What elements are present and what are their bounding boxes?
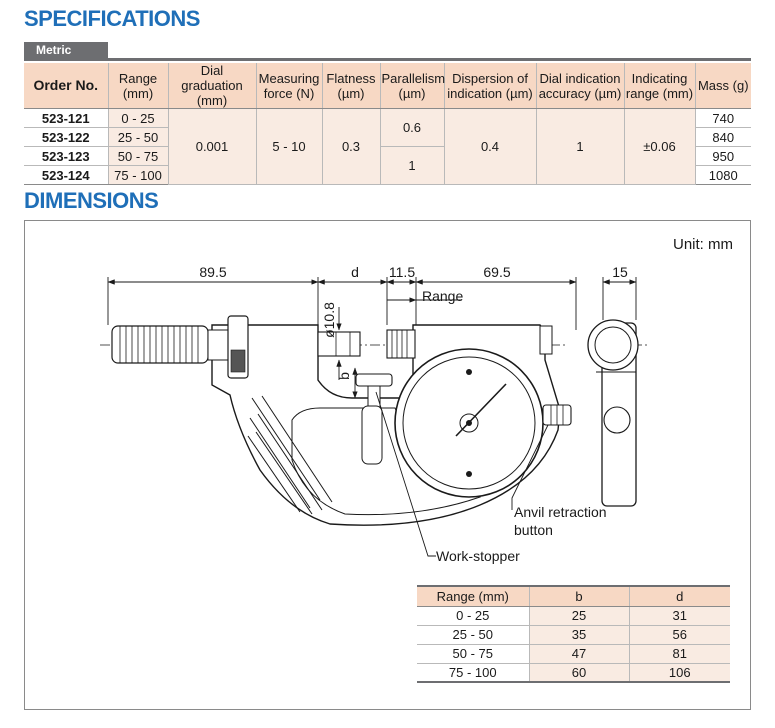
spec-row: 523-123 50 - 75 1 950: [24, 146, 751, 185]
metric-rule: [24, 58, 751, 61]
d-value: 31: [629, 606, 730, 626]
indicating-range-cell: ±0.06: [624, 108, 696, 185]
mass-cell: 1080: [695, 165, 751, 185]
mass-cell: 840: [695, 127, 751, 147]
spec-header-row: Order No. Range(mm) Dial graduation(mm) …: [24, 63, 751, 109]
clamp-knurl: [230, 349, 246, 373]
dial-accuracy-cell: 1: [536, 108, 625, 185]
dial-marker-top: [466, 369, 472, 375]
frame-end-boss: [539, 325, 553, 355]
dim-d: d: [351, 264, 359, 280]
header-range: Range(mm): [108, 63, 169, 109]
unit-label: Unit: mm: [673, 236, 733, 253]
range-cell: 50 - 75: [108, 146, 169, 166]
header-dial-graduation: Dial graduation(mm): [168, 63, 257, 109]
stopper-slot: [361, 405, 383, 465]
range-header-row: Range (mm) b d: [417, 585, 730, 607]
order-no-cell: 523-122: [24, 127, 109, 147]
range-row: 50 - 75 47 81: [417, 644, 730, 664]
mass-cell: 740: [695, 108, 751, 128]
d-value: 106: [629, 663, 730, 683]
dim-15: 15: [612, 264, 628, 280]
range-cell: 25 - 50: [108, 127, 169, 147]
range-header: Range (mm): [417, 585, 530, 607]
d-header: d: [629, 585, 730, 607]
dispersion-cell: 0.4: [444, 108, 537, 185]
range-row: 25 - 50 35 56: [417, 625, 730, 645]
dial-marker-bottom: [466, 471, 472, 477]
side-view-button: [603, 406, 631, 434]
specifications-heading: SPECIFICATIONS: [24, 6, 200, 31]
dial-graduation-cell: 0.001: [168, 108, 257, 185]
parallelism-cell: 0.6: [380, 108, 445, 147]
header-flatness: Flatness(µm): [322, 63, 381, 109]
order-no-cell: 523-123: [24, 146, 109, 166]
dimension-lines: [107, 277, 637, 399]
frame-inner-panel: [291, 407, 482, 516]
range-value: 50 - 75: [417, 644, 530, 664]
range-row: 75 - 100 60 106: [417, 663, 730, 683]
sleeve: [207, 329, 229, 361]
spindle: [317, 331, 361, 357]
range-value: 0 - 25: [417, 606, 530, 626]
order-no-cell: 523-121: [24, 108, 109, 128]
d-value: 56: [629, 625, 730, 645]
dim-b: b: [336, 372, 352, 380]
b-value: 35: [529, 625, 630, 645]
frame-grooves: [247, 395, 333, 515]
range-cell: 75 - 100: [108, 165, 169, 185]
work-stopper: [355, 373, 393, 387]
dim-11-5: 11.5: [389, 264, 415, 280]
b-value: 25: [529, 606, 630, 626]
b-value: 47: [529, 644, 630, 664]
order-no-cell: 523-124: [24, 165, 109, 185]
dim-89-5: 89.5: [199, 264, 226, 280]
range-table: Range (mm) b d 0 - 25 25 31 25 - 50 35 5…: [417, 585, 730, 683]
side-view-dial-inner: [594, 326, 632, 364]
header-mass: Mass (g): [695, 63, 751, 109]
anvil-retraction-label-2: button: [514, 522, 553, 538]
retraction-knurl: [550, 405, 564, 425]
anvil-retraction-label: Anvil retraction: [514, 504, 607, 520]
dim-range: Range: [422, 288, 463, 304]
specifications-table: Order No. Range(mm) Dial graduation(mm) …: [24, 63, 751, 185]
dim-69-5: 69.5: [483, 264, 510, 280]
anvil: [386, 329, 416, 359]
mass-cell: 950: [695, 146, 751, 166]
header-order-no: Order No.: [24, 63, 109, 109]
range-cell: 0 - 25: [108, 108, 169, 128]
b-header: b: [529, 585, 630, 607]
work-stopper-label: Work-stopper: [436, 548, 520, 564]
range-value: 25 - 50: [417, 625, 530, 645]
spec-row: 523-122 25 - 50 840: [24, 127, 751, 147]
flatness-cell: 0.3: [322, 108, 381, 185]
anvil-lines: [391, 330, 408, 358]
work-stopper-stem: [367, 385, 381, 409]
spec-row: 523-121 0 - 25 0.001 5 - 10 0.3 0.6 0.4 …: [24, 108, 751, 185]
thimble-knurl: [119, 326, 199, 363]
range-value: 75 - 100: [417, 663, 530, 683]
dimensions-heading: DIMENSIONS: [24, 188, 159, 213]
b-value: 60: [529, 663, 630, 683]
stopper-leader: [375, 391, 436, 557]
d-value: 81: [629, 644, 730, 664]
measuring-force-cell: 5 - 10: [256, 108, 323, 185]
spindle-lines: [335, 332, 351, 356]
range-row: 0 - 25 25 31: [417, 606, 730, 626]
header-parallelism: Parallelism(µm): [380, 63, 445, 109]
dial-needle: [455, 383, 507, 437]
parallelism-cell: 1: [380, 146, 445, 185]
metric-tab: Metric: [24, 42, 108, 59]
dim-diameter: ø10.8: [321, 302, 337, 338]
spec-row: 523-124 75 - 100 1080: [24, 165, 751, 185]
anvil-leader: [511, 424, 549, 510]
